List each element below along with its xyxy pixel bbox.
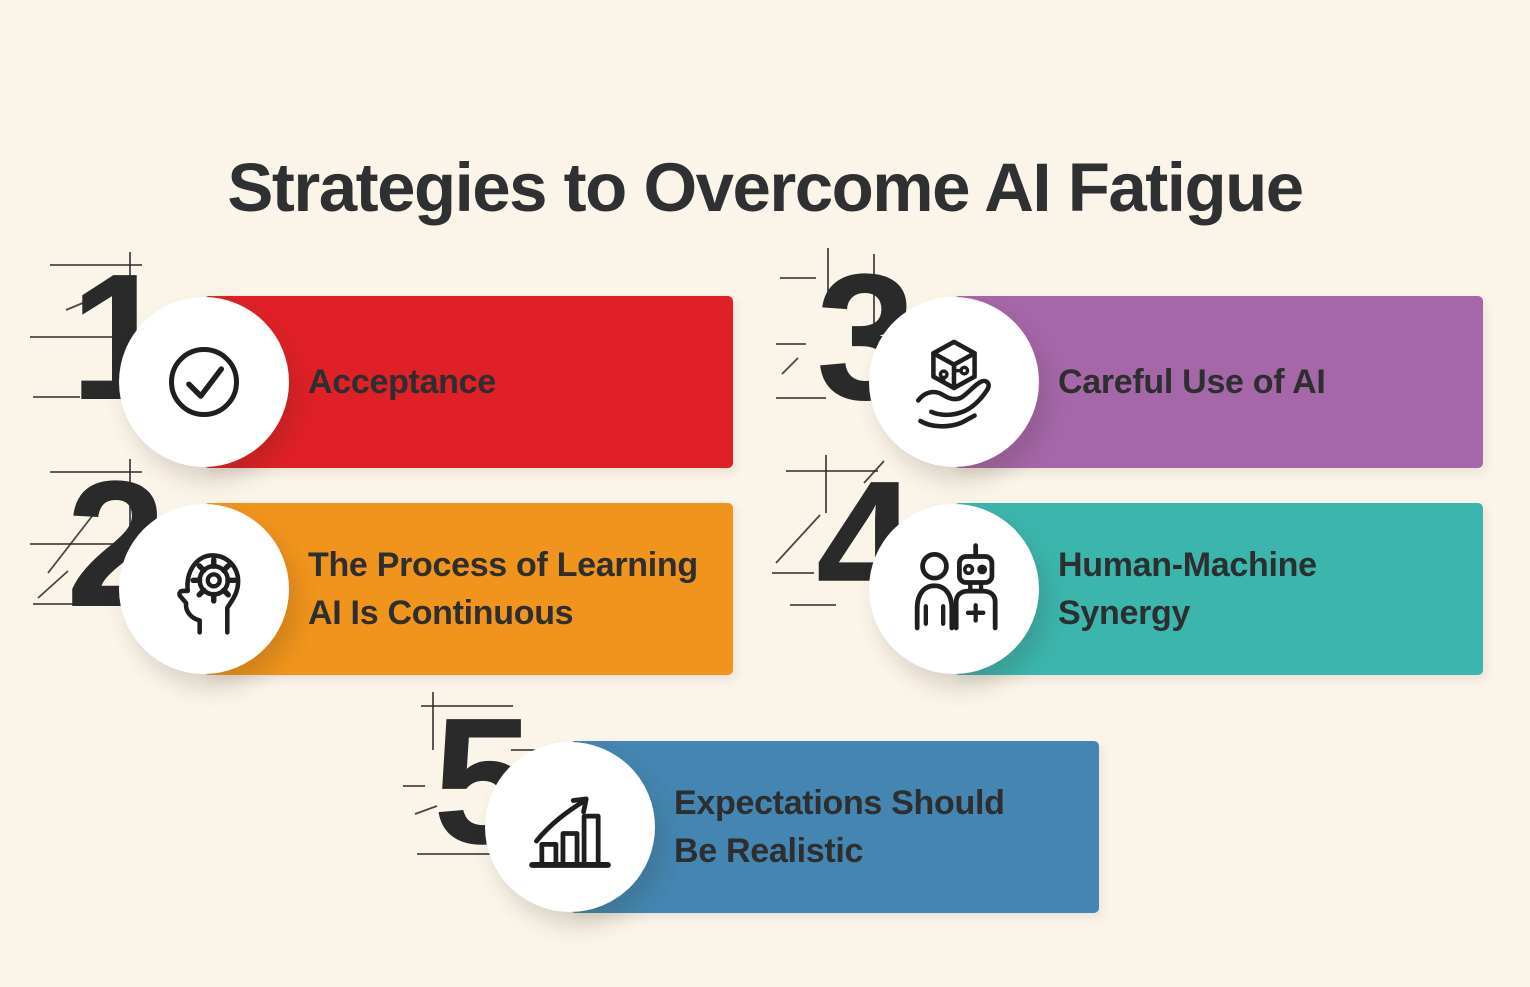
strategy-bar-synergy: Human-Machine Synergy	[954, 503, 1483, 675]
strategy-label: The Process of Learning AI Is Continuous	[308, 546, 698, 632]
sketch-lines	[772, 455, 885, 606]
page-title: Strategies to Overcome AI Fatigue	[227, 149, 1304, 227]
icon-badge	[119, 297, 289, 467]
strategy-bar-learning: The Process of Learning AI Is Continuous	[204, 503, 733, 675]
strategy-label: Expectations Should Be Realistic	[674, 784, 1005, 870]
icon-badge	[869, 297, 1039, 467]
sketch-lines	[30, 252, 142, 398]
strategy-label: Acceptance	[308, 363, 496, 401]
check-circle-icon	[169, 347, 239, 417]
icon-badge	[119, 504, 289, 674]
icon-badge	[869, 504, 1039, 674]
growth-chart-icon	[529, 796, 611, 868]
strategy-bar-acceptance: Acceptance	[204, 296, 733, 468]
sketch-lines	[776, 248, 875, 399]
strategy-label: Careful Use of AI	[1058, 363, 1326, 401]
strategy-bar-expectations: Expectations Should Be Realistic	[570, 741, 1099, 913]
sketch-lines	[30, 459, 142, 605]
hand-holding-cube-icon	[915, 339, 991, 429]
strategy-bar-careful-use: Careful Use of AI	[954, 296, 1483, 468]
head-gear-icon	[177, 553, 241, 635]
human-robot-icon	[914, 543, 998, 631]
strategy-label: Human-Machine Synergy	[1058, 546, 1317, 632]
icon-badge	[485, 742, 655, 912]
